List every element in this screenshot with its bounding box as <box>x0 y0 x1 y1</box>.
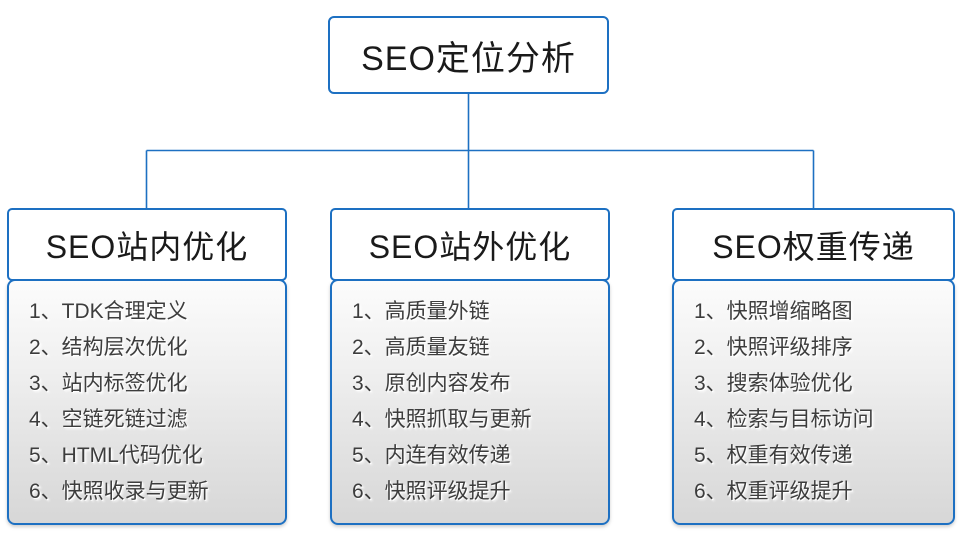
list-item: 4、检索与目标访问 <box>694 408 874 431</box>
column-title: SEO权重传递 <box>712 228 915 265</box>
list-item: 5、内连有效传递 <box>352 444 511 467</box>
root-node-title: SEO定位分析 <box>361 39 576 78</box>
column-weight-transfer: SEO权重传递 1、快照增缩略图 2、快照评级排序 3、搜索体验优化 4、检索与… <box>672 208 955 525</box>
list-item: 1、TDK合理定义 <box>29 300 188 323</box>
list-item: 3、原创内容发布 <box>352 372 511 395</box>
column-header: SEO站内优化 <box>7 208 287 281</box>
list-item: 2、高质量友链 <box>352 336 490 359</box>
column-onsite-seo: SEO站内优化 1、TDK合理定义 2、结构层次优化 3、站内标签优化 4、空链… <box>7 208 287 525</box>
column-header: SEO权重传递 <box>672 208 955 281</box>
column-title: SEO站内优化 <box>45 228 249 265</box>
list-item: 3、搜索体验优化 <box>694 372 853 395</box>
column-header: SEO站外优化 <box>330 208 610 281</box>
column-item-panel: 1、快照增缩略图 2、快照评级排序 3、搜索体验优化 4、检索与目标访问 5、权… <box>672 279 955 525</box>
list-item: 1、快照增缩略图 <box>694 300 853 323</box>
list-item: 1、高质量外链 <box>352 300 490 323</box>
list-item: 2、快照评级排序 <box>694 336 853 359</box>
list-item: 3、站内标签优化 <box>29 372 188 395</box>
list-item: 5、HTML代码优化 <box>29 444 203 467</box>
list-item: 5、权重有效传递 <box>694 444 853 467</box>
list-item: 6、快照收录与更新 <box>29 480 209 503</box>
column-item-panel: 1、TDK合理定义 2、结构层次优化 3、站内标签优化 4、空链死链过滤 5、H… <box>7 279 287 525</box>
list-item: 6、快照评级提升 <box>352 480 511 503</box>
list-item: 6、权重评级提升 <box>694 480 853 503</box>
root-node: SEO定位分析 <box>328 16 609 94</box>
column-offsite-seo: SEO站外优化 1、高质量外链 2、高质量友链 3、原创内容发布 4、快照抓取与… <box>330 208 610 525</box>
column-item-panel: 1、高质量外链 2、高质量友链 3、原创内容发布 4、快照抓取与更新 5、内连有… <box>330 279 610 525</box>
list-item: 4、快照抓取与更新 <box>352 408 532 431</box>
list-item: 2、结构层次优化 <box>29 336 188 359</box>
column-title: SEO站外优化 <box>368 228 572 265</box>
list-item: 4、空链死链过滤 <box>29 408 188 431</box>
